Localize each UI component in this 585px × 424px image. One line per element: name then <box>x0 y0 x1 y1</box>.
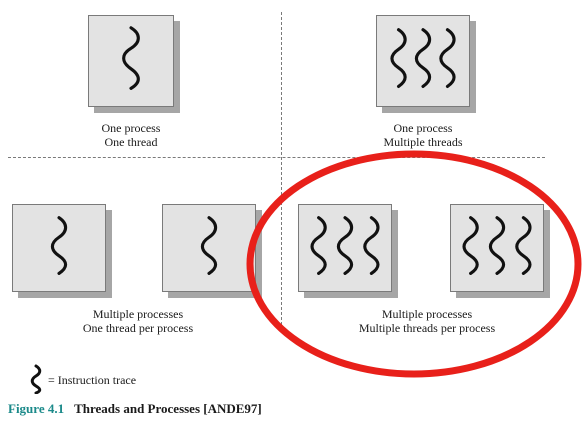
process-box-single-thread <box>12 204 106 292</box>
thread-group <box>50 216 68 275</box>
process-box-single-thread <box>88 15 174 107</box>
figure-number: Figure 4.1 <box>8 401 65 416</box>
caption-line-2: Multiple threads <box>383 135 463 149</box>
thread-trace-icon <box>414 28 432 88</box>
thread-trace-icon <box>390 28 407 88</box>
caption-line-2: Multiple threads per process <box>358 321 496 335</box>
caption-one-process-one-thread: One process One thread <box>58 121 204 149</box>
thread-trace-icon <box>363 216 380 275</box>
thread-group <box>310 216 380 275</box>
caption-line-1: Multiple processes <box>92 307 184 321</box>
thread-trace-icon <box>515 216 532 275</box>
thread-trace-icon <box>50 216 68 275</box>
vertical-divider <box>281 12 282 330</box>
caption-line-2: One thread per process <box>82 321 194 335</box>
figure-title: Threads and Processes [ANDE97] <box>74 401 262 416</box>
horizontal-divider <box>8 157 545 158</box>
process-box-multi-thread <box>450 204 544 292</box>
thread-group <box>462 216 532 275</box>
thread-group <box>390 28 456 88</box>
thread-trace-icon <box>439 28 456 88</box>
process-box-multi-thread <box>298 204 392 292</box>
process-box-multi-thread <box>376 15 470 107</box>
caption-line-2: One thread <box>104 135 158 149</box>
legend-label: = Instruction trace <box>48 373 137 387</box>
thread-trace-icon <box>310 216 327 275</box>
figure-caption: Figure 4.1 Threads and Processes [ANDE97] <box>8 401 262 417</box>
caption-multiple-processes-one-thread: Multiple processes One thread per proces… <box>48 307 228 335</box>
thread-group <box>122 26 140 90</box>
thread-trace-icon <box>122 26 140 90</box>
highlight-ring <box>246 150 582 378</box>
instruction-trace-icon <box>30 364 42 394</box>
caption-one-process-multiple-threads: One process Multiple threads <box>348 121 498 149</box>
thread-group <box>200 216 218 275</box>
thread-trace-icon <box>336 216 354 275</box>
thread-trace-icon <box>488 216 506 275</box>
thread-trace-icon <box>200 216 218 275</box>
caption-line-1: One process <box>101 121 161 135</box>
caption-multiple-processes-multiple-threads: Multiple processes Multiple threads per … <box>332 307 522 335</box>
caption-line-1: One process <box>393 121 453 135</box>
thread-trace-icon <box>462 216 479 275</box>
process-box-single-thread <box>162 204 256 292</box>
caption-line-1: Multiple processes <box>381 307 473 321</box>
